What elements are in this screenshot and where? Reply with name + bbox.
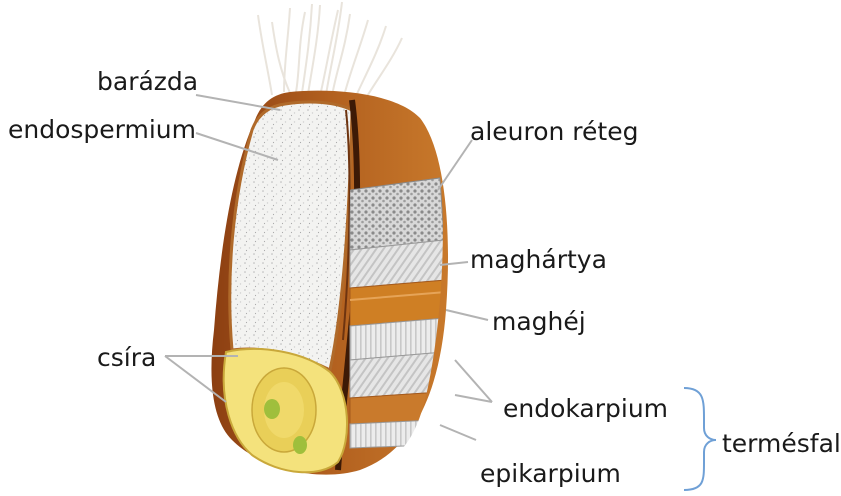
label-maghej: maghéj (492, 309, 586, 334)
label-barazda: barázda (97, 69, 198, 94)
label-endospermium: endospermium (8, 117, 196, 142)
label-csira: csíra (97, 345, 156, 370)
leader-epikarpium (440, 425, 476, 440)
label-maghartya: maghártya (470, 247, 607, 272)
leader-maghartya (440, 262, 468, 265)
label-endokarpium: endokarpium (503, 396, 668, 421)
leader-endospermium (196, 133, 278, 160)
termesfal-brace (684, 388, 716, 490)
leader-aleuron (438, 140, 472, 190)
label-termesfal: termésfal (722, 431, 841, 456)
leader-barazda (196, 95, 280, 110)
leader-maghej (446, 310, 488, 320)
label-aleuron-reteg: aleuron réteg (470, 119, 638, 144)
leader-csira-2 (165, 356, 226, 402)
label-epikarpium: epikarpium (480, 461, 621, 486)
